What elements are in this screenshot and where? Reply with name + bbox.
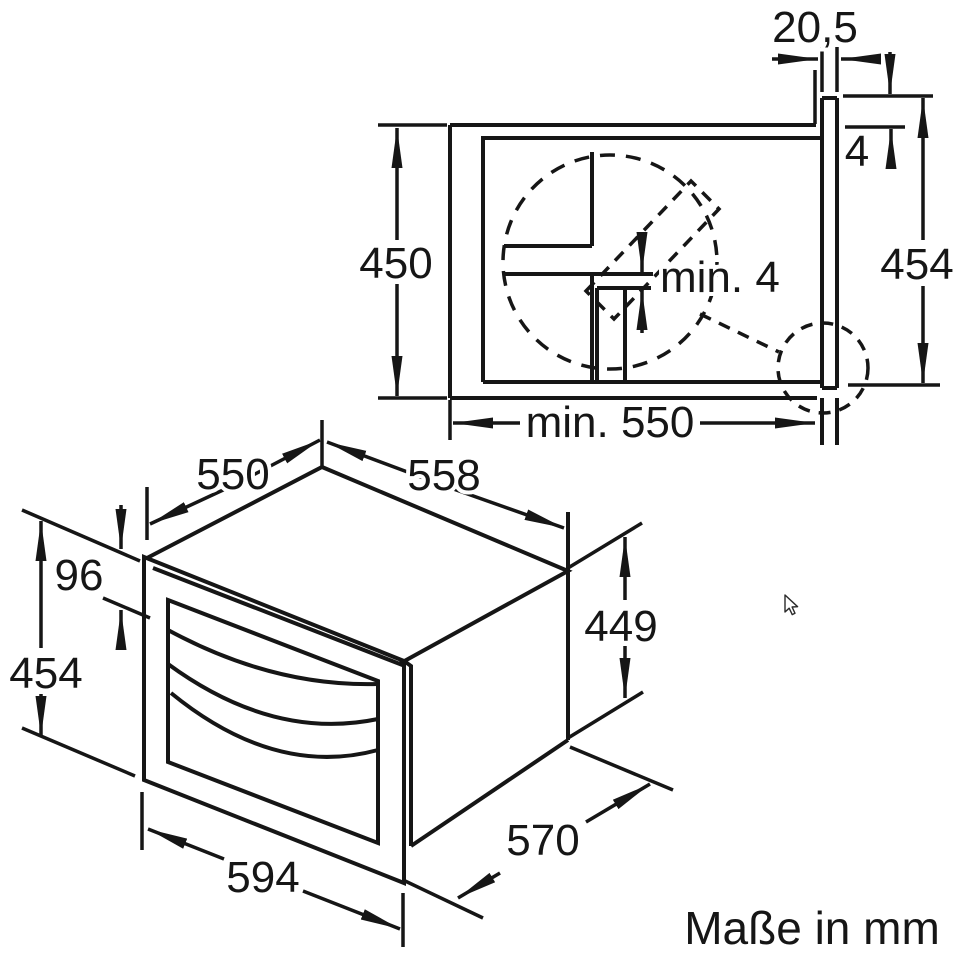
tilted-appliance-ghost (583, 178, 722, 322)
dim-label-niche-height: 450 (359, 239, 432, 288)
oven-front-frame (142, 554, 413, 886)
dim-panel-thickness: 20,5 (768, 0, 881, 92)
dim-body-depth: 570 (402, 745, 674, 920)
oven-isometric-view: 550 558 96 454 449 (5, 420, 674, 947)
dim-label-control-panel-height: 96 (55, 551, 104, 600)
dim-label-top-depth: 550 (196, 450, 269, 499)
shelf-detail (504, 152, 653, 382)
oven-body (146, 464, 573, 848)
dim-label-panel-thickness: 20,5 (772, 3, 858, 52)
detail-magnifier-circle (501, 153, 719, 371)
dim-label-top-width: 558 (407, 451, 480, 500)
dim-top-depth: 550 (145, 420, 324, 540)
oven-door-window (166, 597, 380, 846)
dim-label-front-height-oven: 454 (9, 649, 82, 698)
dim-front-height-oven: 454 (5, 521, 136, 778)
dim-top-overhang: 4 (841, 52, 933, 180)
dim-body-height: 449 (567, 521, 662, 740)
dim-label-body-height: 449 (584, 602, 657, 651)
dim-label-min-clearance: min. 4 (660, 253, 780, 302)
mouse-cursor (784, 594, 799, 616)
dim-min-clearance: min. 4 (636, 232, 784, 333)
cabinet-outline (448, 70, 820, 400)
dim-front-height-niche: 454 (848, 98, 958, 387)
dim-label-top-overhang: 4 (845, 127, 869, 176)
dim-top-width: 558 (326, 440, 565, 530)
detail-leader (699, 312, 870, 415)
dim-front-width: 594 (140, 792, 405, 947)
dim-min-niche-depth: min. 550 (448, 394, 815, 451)
dim-label-min-niche-depth: min. 550 (526, 398, 695, 447)
dim-control-panel-height: 96 (21, 505, 151, 650)
detail-source-circle (776, 321, 870, 415)
dim-niche-height: 450 (355, 123, 447, 400)
oven-door-handle (166, 628, 379, 759)
dim-label-body-depth: 570 (506, 816, 579, 865)
appliance-front-panel-section (820, 96, 839, 445)
niche-section-view: 20,5 4 454 450 min. 4 (355, 0, 958, 451)
dim-label-front-height-niche: 454 (880, 240, 953, 289)
dim-label-front-width: 594 (226, 853, 299, 902)
units-note: Maße in mm (684, 902, 940, 954)
